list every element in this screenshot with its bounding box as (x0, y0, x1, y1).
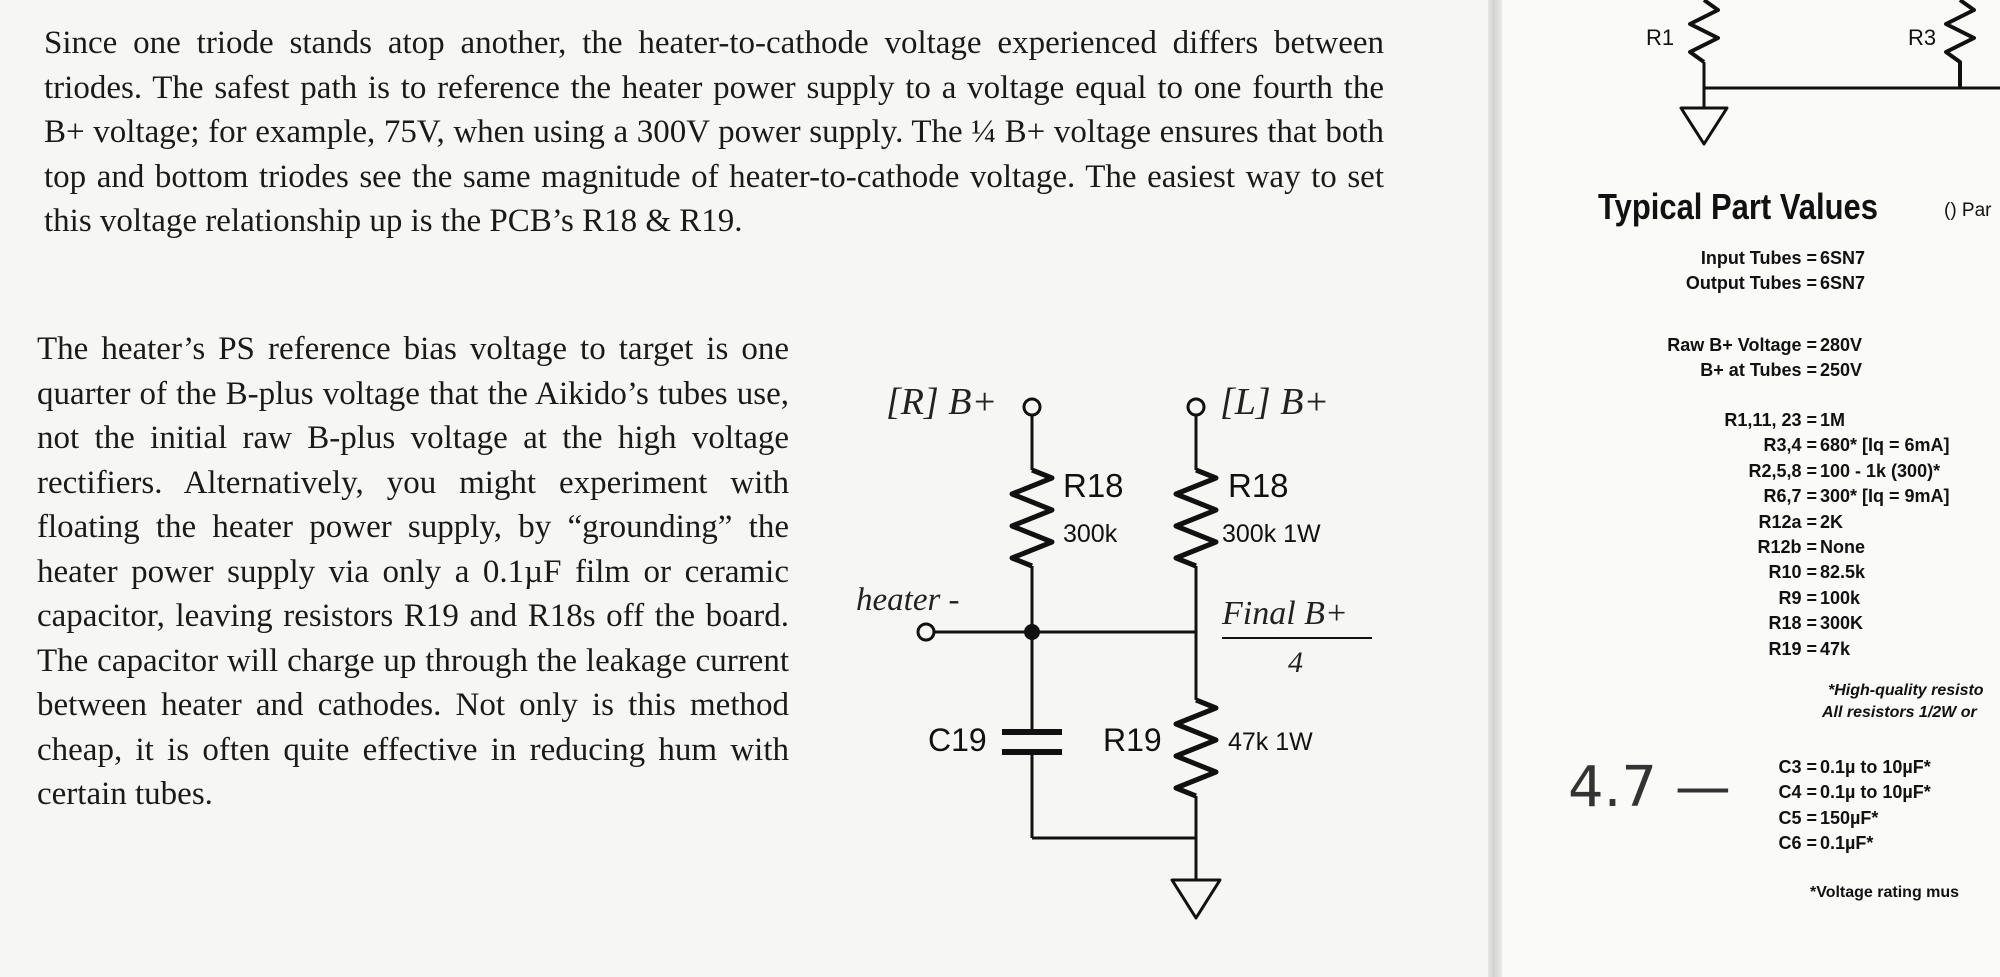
part-name-text: R1,11, 23 = (1724, 410, 1817, 430)
part-name: C5 = (1560, 806, 1817, 830)
part-value: 1M (1820, 410, 1846, 430)
part-value: 47k (1820, 638, 1851, 659)
part-name: Output Tubes = (1560, 271, 1817, 295)
handwritten-annotation: 4.7 — (1568, 755, 1731, 820)
r18-left-resistor (1009, 467, 1055, 569)
top-r1-label: R1 (1646, 25, 1675, 50)
part-name-text: R3,4 = (1763, 435, 1817, 456)
part-name: R12b = (1560, 535, 1817, 559)
part-value: 6SN7 (1820, 273, 1866, 294)
part-name-text: Output Tubes = (1685, 273, 1817, 294)
paragraph-heater-reference: Since one triode stands atop another, th… (44, 25, 1384, 239)
part-value: None (1820, 537, 1865, 557)
part-name-text: R2,5,8 = (1748, 460, 1817, 481)
part-value: 300K (1820, 613, 1864, 634)
part-name: R18 = (1560, 611, 1817, 635)
resistor-quality-note: *High-quality resisto (1828, 682, 1984, 699)
part-value: 150µF* (1820, 807, 1879, 828)
voltage-rating-note: *Voltage rating mus (1810, 884, 1960, 901)
part-value: 6SN7 (1820, 248, 1866, 268)
part-name: R10 = (1560, 560, 1817, 584)
part-name: Raw B+ Voltage = (1560, 333, 1817, 357)
part-value: 680* [Iq = 6mA] (1820, 435, 1950, 456)
r18-right-value: 300k 1W (1222, 520, 1321, 548)
part-name-text: R6,7 = (1763, 486, 1817, 507)
part-value: 250V (1820, 360, 1863, 381)
part-value: 300* [Iq = 9mA] (1820, 486, 1950, 507)
part-name-text: R9 = (1778, 587, 1817, 608)
part-value: 100k (1820, 587, 1861, 608)
junction-dot (1024, 624, 1040, 640)
part-name: R19 = (1560, 637, 1817, 661)
part-name-text: R19 = (1768, 638, 1817, 659)
final-bplus-divisor: 4 (1288, 646, 1303, 679)
part-name-text: C5 = (1778, 807, 1817, 828)
r19-resistor (1173, 697, 1219, 799)
heater-terminal (916, 622, 936, 642)
part-value: 0.1µ to 10µF* (1820, 757, 1931, 777)
part-name: R12a = (1560, 510, 1817, 534)
part-name: R3,4 = (1560, 433, 1817, 457)
part-name-text: R12a = (1758, 511, 1817, 532)
part-name: C4 = (1560, 780, 1817, 804)
part-name: Input Tubes = (1560, 246, 1817, 270)
top-r3-label: R3 (1908, 25, 1937, 50)
r18-right-resistor (1173, 467, 1219, 569)
part-name: R2,5,8 = (1560, 459, 1817, 483)
part-value: 82.5k (1820, 562, 1866, 583)
final-bplus-label: Final B+ (1222, 595, 1348, 632)
r19-name: R19 (1103, 722, 1162, 758)
part-name-text: B+ at Tubes = (1700, 360, 1817, 381)
part-name: C6 = (1560, 831, 1817, 855)
r19-value: 47k 1W (1228, 728, 1313, 756)
l-bplus-terminal (1186, 397, 1206, 417)
part-name-text: C3 = (1778, 757, 1817, 777)
part-name: R6,7 = (1560, 484, 1817, 508)
part-value: 2K (1820, 511, 1844, 532)
part-name-text: R10 = (1768, 562, 1817, 583)
part-name-text: Raw B+ Voltage = (1667, 335, 1817, 355)
part-value: 100 - 1k (300)* (1820, 460, 1941, 481)
r18-left-name: R18 (1063, 467, 1124, 504)
part-value: 280V (1820, 335, 1863, 355)
r18-left-value: 300k (1063, 520, 1118, 548)
l-bplus-label: [L] B+ (1220, 381, 1330, 423)
part-name: B+ at Tubes = (1560, 358, 1817, 382)
part-name-text: R12b = (1757, 537, 1817, 557)
part-name-text: C6 = (1778, 833, 1817, 854)
heater-label: heater - (856, 582, 960, 618)
part-name-text: R18 = (1768, 613, 1817, 634)
r-bplus-terminal (1022, 397, 1042, 417)
part-values-title: Typical Part Values (1598, 186, 1878, 227)
part-name: C3 = (1560, 755, 1817, 779)
r18-right-name: R18 (1228, 467, 1289, 504)
resistor-wattage-note: All resistors 1/2W or (1822, 704, 1977, 721)
part-name-text: Input Tubes = (1700, 248, 1817, 268)
r-bplus-label: [R] B+ (886, 381, 998, 423)
part-name: R9 = (1560, 586, 1817, 610)
part-name-text: C4 = (1778, 782, 1817, 803)
part-name: R1,11, 23 = (1560, 408, 1817, 432)
part-value: 0.1µF* (1820, 833, 1874, 854)
right-page (1502, 0, 2000, 977)
part-values-subtitle: () Par (1944, 200, 1992, 221)
c19-label: C19 (928, 722, 987, 758)
ground-symbol (1170, 878, 1222, 920)
book-gutter (1488, 0, 1502, 977)
left-page (0, 0, 1490, 977)
paragraph-heater-bias: The heater’s PS reference bias voltage t… (37, 331, 789, 812)
part-value: 0.1µ to 10µF* (1820, 782, 1931, 803)
